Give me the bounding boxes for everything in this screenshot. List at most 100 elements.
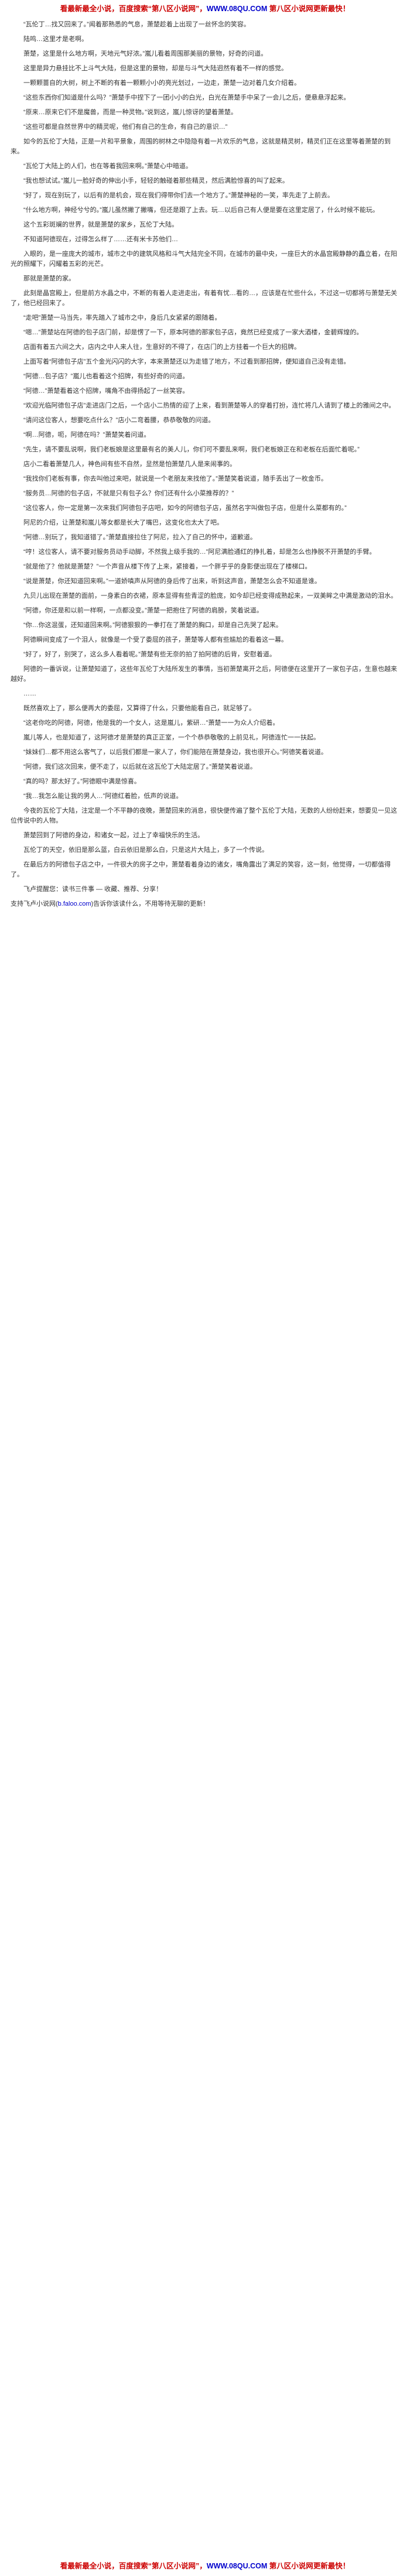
footer-link[interactable]: b.faloo.com — [57, 900, 91, 907]
paragraph-spacer — [11, 245, 399, 249]
paragraph-spacer — [11, 772, 399, 777]
chapter-paragraph: “瓦伦丁…找又回来了。”闻着那熟悉的气息，萧楚趁着上出现了一丝怀念的笑容。 — [23, 21, 250, 28]
chapter-paragraph: “这老你吃的阿德，阿德，他是我的一个女人，这是嵐儿，紫研…”萧楚一一为众人介绍着… — [23, 720, 279, 727]
paragraph-spacer — [11, 528, 399, 533]
paragraph-spacer — [11, 352, 399, 357]
paragraph-spacer — [11, 645, 399, 650]
chapter-paragraph: “哼！这位客人，请不要对服务员动手动脚，不然我上级手我的…”阿尼满脸通红的挣扎着… — [23, 549, 376, 556]
paragraph-spacer — [11, 323, 399, 328]
chapter-paragraph: 萧楚，这里是什么地方啊，天地元气好浓。”嵐儿看着周围那美丽的景物，好奇的问道。 — [23, 50, 268, 57]
chapter-paragraph: 如今的瓦伦丁大陆，正是一片和平景象，周围的树林之中隐隐有着一片欢乐的气息，这就是… — [11, 138, 391, 155]
paragraph-spacer — [11, 826, 399, 831]
paragraph-spacer — [11, 103, 399, 108]
chapter-content: “瓦伦丁…找又回来了。”闻着那熟悉的气息，萧楚趁着上出现了一丝怀念的笑容。陆鸣…… — [11, 20, 399, 2555]
paragraph-spacer — [11, 513, 399, 518]
chapter-paragraph: “阿德…包子店？”嵐儿也看着这个招牌，有些好奇的问道。 — [23, 373, 189, 380]
paragraph-spacer — [11, 743, 399, 748]
chapter-paragraph: “这位客人，你一定是第一次来我们阿德包子店吧，如今的阿德包子店，虽然名字叫做包子… — [23, 505, 347, 512]
chapter-paragraph: “嗯…”萧楚站在阿德的包子店门前，却是愣了一下，原本阿德的那家包子店，竟然已经变… — [23, 329, 363, 336]
chapter-paragraph: 既然喜欢上了，那么便再大的委屈，又算得了什么，只要他能看自己，就足够了。 — [23, 705, 255, 712]
paragraph-spacer — [11, 714, 399, 718]
chapter-paragraph: 店面有着五六间之大，店内之中人来人往，生意好的不得了，在店门的上方挂着一个巨大的… — [23, 344, 300, 351]
chapter-paragraph: “这些东西你们知道是什么吗？”萧楚手中捏下了一团小小的白光，白光在萧楚手中呆了一… — [23, 94, 350, 101]
paragraph-spacer — [11, 484, 399, 489]
chapter-paragraph: 阿尼的介绍，让萧楚和嵐儿等女都是长大了嘴巴，这变化也太大了吧。 — [23, 519, 223, 526]
paragraph-spacer — [11, 132, 399, 137]
paragraph-spacer — [11, 616, 399, 621]
paragraph-spacer — [11, 338, 399, 342]
paragraph-spacer — [11, 74, 399, 78]
chapter-paragraph: 阿德的一番诉说，让萧楚知道了，这些年瓦伦丁大陆所发生的事情，当初萧楚离开之后，阿… — [11, 666, 397, 683]
footer-prefix: 支持飞卢小说网( — [11, 900, 58, 907]
chapter-paragraph: “原来…原来它们不是魔兽，而是一种灵物。”说到这，嵐儿惊讶的望着萧楚。 — [23, 109, 237, 116]
paragraph-spacer — [11, 118, 399, 122]
chapter-paragraph: 在最后方的阿德包子店之中，一件很大的房子之中，萧楚看着身边的诸女，嘴角露出了满足… — [11, 861, 391, 878]
paragraph-spacer — [11, 396, 399, 401]
chapter-paragraph: “我找你们老板有事，你去叫他过来吧，就说是一个老朋友来找他了。”萧楚笑着说道，随… — [23, 475, 327, 482]
chapter-paragraph: 一颗颗蔷自的大树，树上不断的有着一颗颗小小的亮光划过，一边走，萧楚一边对着几女介… — [23, 80, 300, 87]
paragraph-spacer — [11, 572, 399, 577]
chapter-paragraph: “这些可都是自然世界中的精灵呢，他们有自己的生命，有自己的意识…” — [23, 124, 228, 131]
banner-url-link[interactable]: WWW.08QU.COM — [206, 2562, 268, 2570]
chapter-paragraph: “服务员…阿德的包子店，不就是只有包子么？你们还有什么小菜推荐的？” — [23, 490, 234, 497]
chapter-paragraph: “你…你这混蛋，还知道回来啊。”阿德狠狠的一拳打在了萧楚的胸口，却是自己先哭了起… — [23, 622, 282, 629]
paragraph-spacer — [11, 543, 399, 547]
footer-credit-line: 支持飞卢小说网(b.faloo.com)告诉你该读什么，不用等待无聊的更新！ — [11, 899, 399, 909]
paragraph-spacer — [11, 411, 399, 416]
paragraph-spacer — [11, 801, 399, 806]
paragraph-spacer — [11, 841, 399, 845]
paragraph-spacer — [11, 367, 399, 372]
paragraph-spacer — [11, 631, 399, 635]
chapter-paragraph: 上面写着“阿德包子店”五个金光闪闪的大字，本来萧楚还以为走错了地方，不过看到那招… — [23, 358, 350, 365]
banner-url-link[interactable]: WWW.08QU.COM — [206, 5, 268, 13]
banner-prefix: 看最新最全小说，百度搜索“第八区小说网”， — [60, 2562, 207, 2570]
chapter-paragraph: “瓦伦丁大陆上的人们，也在等着我回来啊。”萧楚心中暗道。 — [23, 163, 192, 170]
chapter-paragraph: “好了，好了，别哭了，这么多人看着呢。”萧楚有些无奈的拍了拍阿德的后背，安慰着道… — [23, 651, 276, 658]
paragraph-spacer — [11, 30, 399, 35]
paragraph-spacer — [11, 284, 399, 289]
footer-suffix: )告诉你该读什么，不用等待无聊的更新！ — [91, 900, 210, 907]
paragraph-spacer — [11, 470, 399, 474]
paragraph-spacer — [11, 499, 399, 503]
chapter-paragraph: 那就是萧楚的家。 — [23, 275, 75, 282]
banner-suffix: 第八区小说网更新最快！ — [267, 2562, 350, 2570]
paragraph-spacer — [11, 186, 399, 191]
chapter-paragraph: 嵐儿等人，也是知道了，这阿德才是萧楚的真正正室，一个个恭恭敬敬的上前见礼，阿德连… — [23, 734, 320, 741]
paragraph-spacer — [11, 587, 399, 591]
paragraph-spacer — [11, 601, 399, 606]
chapter-paragraph: “好了，现在别玩了，以后有的是机会，现在我们得带你们去一个地方了。”萧楚神秘的一… — [23, 192, 334, 199]
paragraph-spacer — [11, 309, 399, 313]
chapter-paragraph: 萧楚回到了阿德的身边，和诸女一起，过上了幸福快乐的生活。 — [23, 832, 204, 839]
chapter-paragraph: “走吧”萧楚一马当先，率先踏入了城市之中，身后几女紧紧的跟随着。 — [23, 314, 221, 321]
chapter-paragraph: “请问这位客人，想要吃点什么？”店小二弯着腰，恭恭敬敬的问道。 — [23, 417, 215, 424]
paragraph-spacer — [11, 215, 399, 220]
paragraph-spacer — [11, 880, 399, 885]
banner-prefix: 看最新最全小说，百度搜索“第八区小说网”， — [60, 5, 207, 13]
paragraph-spacer — [11, 88, 399, 93]
chapter-paragraph: “阿德…”萧楚看着这个招牌，嘴角不由得扬起了一丝笑容。 — [23, 388, 189, 395]
paragraph-spacer — [11, 382, 399, 386]
chapter-paragraph: 陆鸣…这里才是老啊。 — [23, 36, 88, 43]
chapter-paragraph: “真的吗？那太好了。”阿德眼中满是惊喜。 — [23, 778, 141, 785]
paragraph-spacer — [11, 895, 399, 899]
chapter-paragraph: “妹妹们…都不用这么客气了，以后我们都是一家人了，你们能陪在萧楚身边，我也很开心… — [23, 749, 327, 756]
chapter-paragraph: “我…我怎么能让我的男人…”阿德红着脸，低声的说道。 — [23, 793, 183, 800]
top-site-banner: 看最新最全小说，百度搜索“第八区小说网”，WWW.08QU.COM 第八区小说网… — [0, 2, 410, 15]
banner-suffix: 第八区小说网更新最快！ — [267, 5, 350, 13]
paragraph-spacer — [11, 230, 399, 235]
paragraph-spacer — [11, 201, 399, 205]
paragraph-spacer — [11, 269, 399, 274]
paragraph-spacer — [11, 426, 399, 430]
chapter-paragraph: “什么地方啊，神经兮兮的。”嵐儿虽然撇了撇嘴，但还是跟了上去。玩…以后自己有人便… — [23, 207, 379, 214]
chapter-paragraph: 今夜的瓦伦丁大陆，注定是一个不平静的夜晚，萧楚回来的消息，很快便传遍了整个瓦伦丁… — [11, 807, 397, 824]
paragraph-spacer — [11, 684, 399, 689]
chapter-paragraph: 阿德瞬间变成了一个泪人，就像是一个受了委屈的孩子，萧楚等人都有些尴尬的看着这一幕… — [23, 636, 288, 643]
chapter-paragraph: 此刻是晶宫殿上，但是前方水晶之中，不断的有着人走进走出，有着有忧…看的…，应该是… — [11, 290, 397, 307]
chapter-paragraph: “就是他了？他就是萧楚？”一个声音从楼下传了上来，紧接着，一个胖乎乎的身影便出现… — [23, 563, 312, 570]
paragraph-spacer — [11, 787, 399, 792]
paragraph-spacer — [11, 59, 399, 64]
chapter-paragraph: “说是萧楚，你还知道回来啊。”一道娇嗔声从阿德的身后传了出来，听到这声音，萧楚怎… — [23, 578, 321, 585]
chapter-paragraph: 瓦伦丁的天空，依旧是那么蓝，白云依旧是那么白，只是这片大陆上，多了一个传说。 — [23, 847, 268, 854]
paragraph-spacer — [11, 728, 399, 733]
chapter-paragraph: 入眼的，是一座庞大的城市，城市之中的建筑风格和斗气大陆完全不同，在城市的最中央，… — [11, 251, 397, 268]
